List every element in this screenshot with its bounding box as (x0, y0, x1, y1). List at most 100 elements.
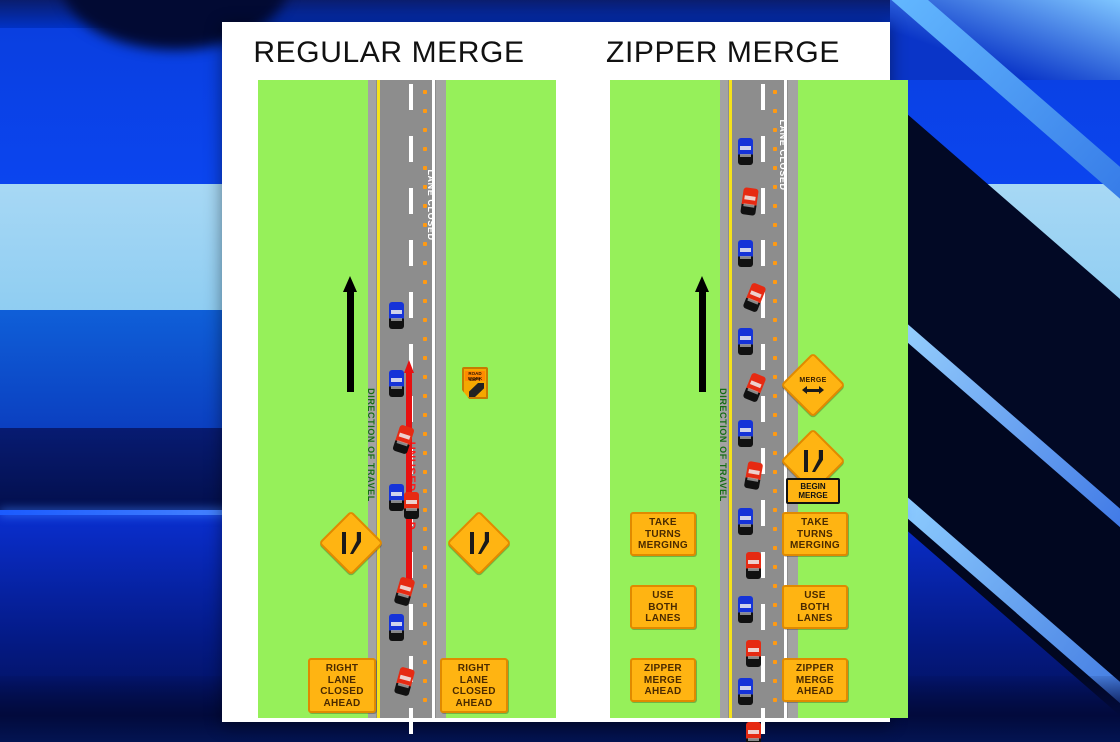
traffic-cone (423, 489, 427, 493)
traffic-cone (423, 546, 427, 550)
traffic-cone (423, 375, 427, 379)
car-blue-5 (738, 508, 753, 535)
lane-dash (409, 240, 413, 266)
yellow-center-line (377, 80, 380, 718)
direction-of-travel-label: DIRECTION OF TRAVEL (718, 388, 728, 502)
lane-dash (409, 84, 413, 110)
lane-closed-label: LANE CLOSED (426, 169, 436, 241)
car-blue-6 (738, 596, 753, 623)
lane-dash (761, 708, 765, 734)
right-lane-closed-ahead-sign-right: RIGHT LANE CLOSED AHEAD (440, 658, 508, 713)
traffic-cone (773, 470, 777, 474)
traffic-cone (773, 508, 777, 512)
lane-divider-dashes (761, 80, 765, 734)
take-turns-merging-sign-right: TAKE TURNS MERGING (782, 512, 848, 556)
traffic-cone (423, 432, 427, 436)
sign-line: ZIPPER (796, 663, 834, 674)
right-shoulder (788, 80, 798, 718)
lane-dash (409, 604, 413, 630)
traffic-cone (773, 299, 777, 303)
car-blue-1 (738, 138, 753, 165)
plaque-line: MERGE (798, 491, 828, 500)
car-blue-4 (389, 614, 404, 641)
traffic-cone (773, 223, 777, 227)
lane-dash (761, 240, 765, 266)
sign-line: LANE (327, 674, 357, 686)
two-way-arrows-icon (802, 385, 824, 394)
white-edge-line (784, 80, 787, 718)
traffic-cone (773, 489, 777, 493)
traffic-cone (773, 546, 777, 550)
car-blue-3 (738, 328, 753, 355)
traffic-cone (773, 90, 777, 94)
traffic-cone (773, 109, 777, 113)
traffic-cone (773, 451, 777, 455)
white-edge-line (432, 80, 435, 718)
take-turns-merging-sign-left: TAKE TURNS MERGING (630, 512, 696, 556)
traffic-cone (423, 204, 427, 208)
traffic-cone (773, 375, 777, 379)
sign-line: CLOSED (452, 686, 496, 697)
sign-line: RIGHT (457, 663, 491, 674)
lane-dash (409, 188, 413, 214)
regular-merge-diagram: LANE CLOSED DIRECTION OF TRAVEL UNUSED R… (258, 80, 556, 734)
zipper-merge-diagram: LANE CLOSED DIRECTION OF TRAVEL MERGE (610, 80, 908, 742)
lane-ends-merge-icon (800, 450, 826, 472)
sign-line: LANE (459, 674, 489, 686)
traffic-cone (423, 698, 427, 702)
keep-left-arrow-icon (469, 383, 484, 397)
traffic-cone (773, 185, 777, 189)
car-red-7 (746, 722, 761, 742)
traffic-cone (773, 413, 777, 417)
lane-ends-merge-icon (466, 532, 492, 554)
lane-dash (409, 708, 413, 734)
sign-line: LANES (645, 613, 681, 624)
traffic-cone (423, 280, 427, 284)
direction-of-travel-arrow (695, 276, 709, 392)
lane-dash (761, 344, 765, 370)
direction-of-travel-label: DIRECTION OF TRAVEL (366, 388, 376, 502)
traffic-cone (423, 337, 427, 341)
traffic-cone (423, 508, 427, 512)
car-red-6 (746, 640, 761, 667)
use-both-lanes-sign-right: USE BOTH LANES (782, 585, 848, 629)
sign-line: TAKE (649, 517, 677, 528)
keep-left-work-sign: ROAD WORK LEFT (462, 367, 488, 399)
traffic-cone (423, 223, 427, 227)
right-title: ZIPPER MERGE (606, 35, 840, 69)
traffic-cone (773, 584, 777, 588)
traffic-cone (423, 147, 427, 151)
traffic-cone (423, 261, 427, 265)
sign-line: ZIPPER (644, 663, 682, 674)
traffic-cone (773, 622, 777, 626)
zipper-merge-ahead-sign-left: ZIPPER MERGE AHEAD (630, 658, 696, 702)
traffic-cone (423, 318, 427, 322)
lane-dash (761, 396, 765, 422)
use-both-lanes-sign-left: USE BOTH LANES (630, 585, 696, 629)
car-blue-4 (738, 420, 753, 447)
sign-line: LANES (797, 613, 833, 624)
plaque-line: BEGIN (800, 482, 826, 491)
traffic-cone (773, 565, 777, 569)
traffic-cone (773, 147, 777, 151)
yellow-center-line (729, 80, 732, 718)
sign-line: BOTH (800, 601, 830, 613)
traffic-cone (423, 185, 427, 189)
car-blue-2 (389, 370, 404, 397)
lane-ends-merge-icon (338, 532, 364, 554)
traffic-cone (773, 261, 777, 265)
lane-dash (409, 136, 413, 162)
sign-line: MERGING (790, 540, 840, 551)
traffic-cone (773, 679, 777, 683)
sign-line: USE (652, 590, 674, 601)
lane-closed-label: LANE CLOSED (778, 119, 788, 191)
left-shoulder (720, 80, 728, 718)
traffic-cone (423, 356, 427, 360)
traffic-cone (423, 242, 427, 246)
traffic-cone (423, 90, 427, 94)
traffic-cone (423, 394, 427, 398)
traffic-cone (773, 603, 777, 607)
lane-dash (409, 292, 413, 318)
traffic-cone (423, 299, 427, 303)
sign-line: MERGING (638, 540, 688, 551)
